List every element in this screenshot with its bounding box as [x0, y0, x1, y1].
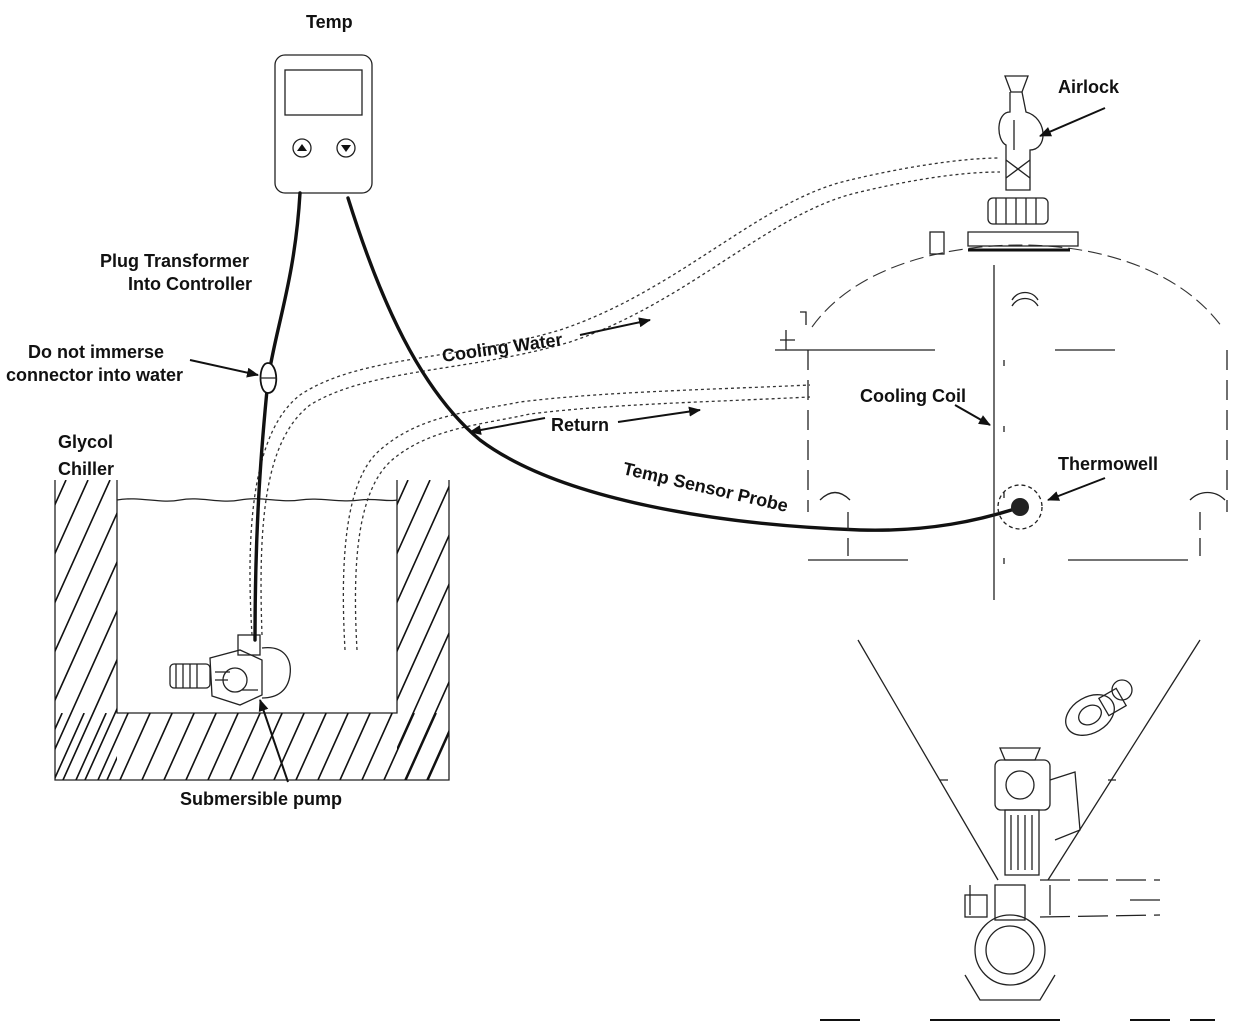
label-thermowell: Thermowell: [1058, 454, 1158, 474]
tank-hatching-bottom: [0, 713, 449, 780]
hatch-line: [295, 713, 327, 780]
hatch-line: [55, 511, 117, 654]
cooling-coil-arrow: [954, 404, 991, 426]
do-not-immerse-arrow: [189, 359, 259, 378]
hatch-line: [55, 480, 111, 605]
up-arrow-icon: [292, 138, 312, 158]
hatch-line: [119, 713, 151, 780]
tank-hatching-right: [119, 480, 449, 780]
glycol-chiller-tank: [0, 480, 450, 781]
cooling-water-arrow: [579, 317, 651, 336]
hatch-line: [207, 480, 342, 780]
hatch-line: [361, 713, 393, 780]
label-chiller: Chiller: [58, 459, 114, 479]
submersible-pump: [169, 634, 291, 706]
label-cooling-water: Cooling Water: [441, 329, 564, 366]
hatch-line: [55, 713, 85, 780]
hatch-line: [405, 713, 437, 780]
airlock: [998, 75, 1044, 191]
label-into-controller: Into Controller: [128, 274, 252, 294]
temperature-controller: [274, 54, 373, 194]
hatch-line: [397, 480, 431, 556]
hatch-line: [383, 713, 415, 780]
hatch-line: [55, 560, 117, 702]
hatch-line: [119, 480, 254, 780]
label-submersible-pump: Submersible pump: [180, 789, 342, 809]
hatch-line: [397, 484, 449, 605]
tank-hatching-left: [0, 480, 117, 780]
label-cooling-coil: Cooling Coil: [860, 386, 966, 406]
down-arrow-icon: [336, 138, 356, 158]
label-temp: Temp: [306, 12, 353, 32]
water-surface: [116, 498, 398, 502]
hatch-line: [185, 480, 320, 780]
hatch-line: [185, 713, 217, 780]
hatch-line: [317, 713, 349, 780]
hatch-line: [427, 731, 449, 780]
label-do-not-immerse: Do not immerse: [28, 342, 164, 362]
hatch-line: [397, 533, 449, 654]
label-plug-transformer: Plug Transformer: [100, 251, 249, 271]
hatch-line: [55, 480, 67, 507]
label-glycol: Glycol: [58, 432, 113, 452]
thermowell: [997, 484, 1043, 530]
temp-sensor-cable: [346, 196, 1020, 532]
cooling-water-hose: [249, 157, 1001, 636]
thermowell-arrow: [1047, 477, 1106, 501]
hatch-line: [62, 658, 117, 780]
return-arrow-left: [469, 417, 546, 435]
fermenter: [775, 197, 1240, 881]
hatch-line: [106, 755, 117, 780]
hatch-line: [426, 729, 449, 780]
return-arrow-right: [617, 406, 701, 423]
hatch-line: [163, 713, 195, 780]
hatch-line: [0, 713, 18, 780]
hatch-line: [55, 713, 63, 731]
hatch-line: [229, 713, 261, 780]
hatch-line: [55, 480, 89, 556]
hatch-line: [141, 713, 173, 780]
hatch-line: [55, 609, 117, 751]
hatch-line: [397, 582, 449, 702]
hatch-line: [163, 480, 298, 780]
hatch-line: [397, 631, 449, 751]
hatch-line: [273, 713, 305, 780]
hatch-line: [97, 713, 129, 780]
controller-display: [284, 69, 363, 116]
hatch-line: [397, 480, 409, 507]
hatch-line: [84, 706, 117, 780]
airlock-arrow: [1039, 107, 1106, 137]
hatch-line: [207, 713, 239, 780]
leader-arrows: [189, 107, 1106, 783]
label-temp-sensor-probe: Temp Sensor Probe: [621, 458, 790, 515]
hatch-line: [339, 713, 371, 780]
label-return: Return: [551, 415, 609, 435]
label-connector-into-water: connector into water: [6, 365, 183, 385]
hatch-line: [75, 713, 107, 780]
cone-fittings: [820, 679, 1215, 1021]
label-airlock: Airlock: [1058, 77, 1120, 97]
submersible-pump-arrow: [258, 699, 289, 783]
hatch-line: [404, 680, 449, 780]
hatch-line: [0, 480, 22, 780]
hatch-line: [251, 713, 283, 780]
hatch-line: [0, 480, 44, 780]
hatch-line: [10, 713, 40, 780]
